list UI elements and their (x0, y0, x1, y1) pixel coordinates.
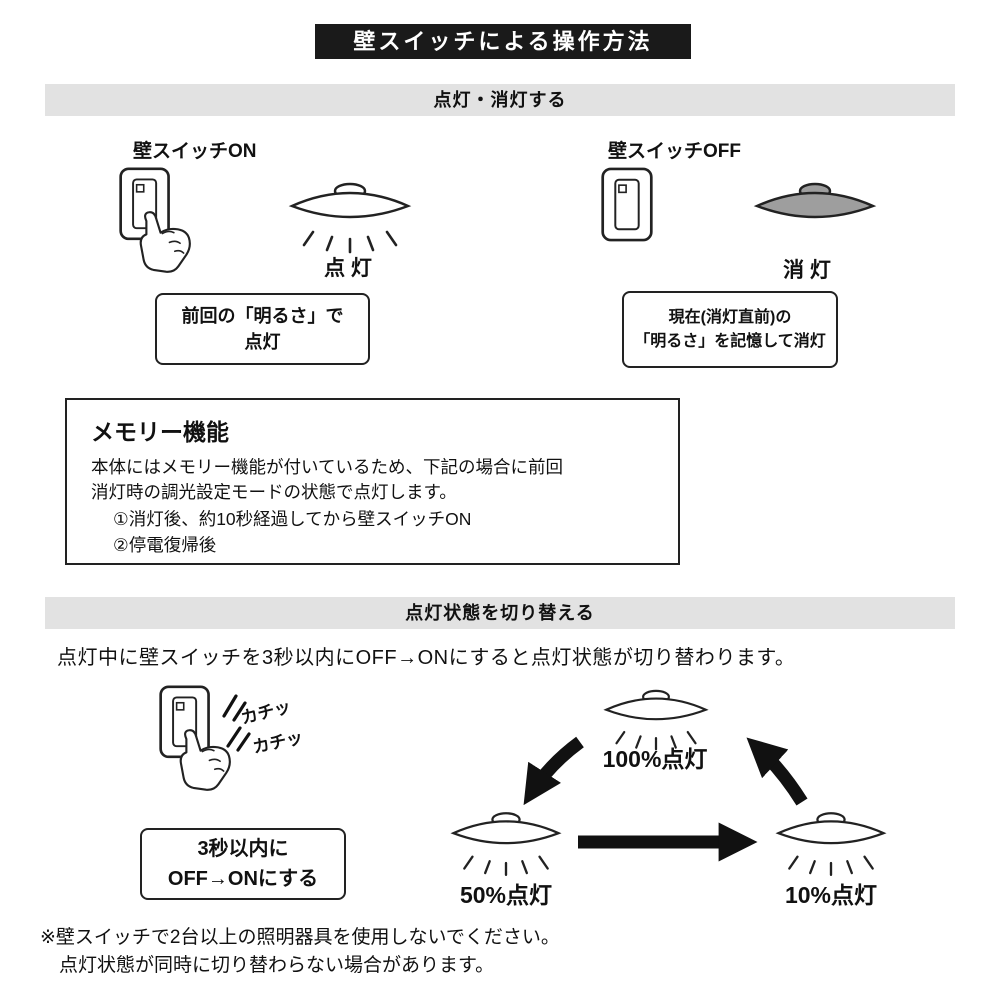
switch-intro-text: 点灯中に壁スイッチを3秒以内にOFF→ONにすると点灯状態が切り替わります。 (57, 647, 796, 669)
three-second-line1: 3秒以内に (197, 838, 289, 860)
arrow-100-to-50-icon (523, 736, 584, 806)
arrow-10-to-100-icon (746, 737, 808, 806)
wall-switch-off-label: 壁スイッチOFF (608, 141, 741, 162)
memory-function-title: メモリー機能 (91, 419, 229, 445)
on-behavior-box: 前回の「明るさ」で 点灯 (155, 293, 370, 365)
wall-switch-on-icon (119, 167, 191, 273)
caution-note-line2: 点灯状態が同時に切り替わらない場合があります。 (59, 955, 495, 976)
wall-switch-on-label: 壁スイッチON (133, 141, 257, 162)
cycle-arrows (523, 736, 808, 862)
off-behavior-line2: 「明るさ」を記憶して消灯 (634, 332, 826, 350)
page-title: 壁スイッチによる操作方法 (315, 24, 691, 59)
memory-case-1: ①消灯後、約10秒経過してから壁スイッチON (113, 508, 472, 529)
state-100-label: 100%点灯 (602, 746, 708, 772)
lit-state-label: 点 灯 (324, 257, 372, 280)
three-second-line2: OFF→ONにする (167, 868, 319, 890)
on-behavior-line1: 前回の「明るさ」で (181, 305, 344, 326)
memory-function-box: メモリー機能 本体にはメモリー機能が付いているため、下記の場合に前回 消灯時の調… (65, 398, 680, 565)
section-onoff-banner: 点灯・消灯する (45, 84, 955, 116)
memory-case-2: ②停電復帰後 (113, 535, 217, 555)
wall-switch-off-icon (601, 167, 653, 242)
memory-body-line2: 消灯時の調光設定モードの状態で点灯します。 (91, 482, 457, 503)
off-state-label: 消 灯 (783, 259, 831, 282)
ceiling-light-on-icon (290, 182, 410, 254)
ceiling-light-off-icon (755, 182, 875, 219)
state-50-label: 50%点灯 (459, 882, 553, 908)
memory-body-line1: 本体にはメモリー機能が付いているため、下記の場合に前回 (91, 457, 563, 477)
click-burst-icon (222, 694, 251, 752)
on-behavior-line2: 点灯 (244, 332, 281, 352)
off-behavior-box: 現在(消灯直前)の 「明るさ」を記憶して消灯 (622, 291, 838, 368)
state-10-label: 10%点灯 (784, 882, 878, 908)
three-second-box: 3秒以内に OFF→ONにする (140, 828, 346, 900)
section-switch-banner: 点灯状態を切り替える (45, 597, 955, 629)
caution-note-line1: ※壁スイッチで2台以上の照明器具を使用しないでください。 (40, 927, 560, 948)
off-behavior-line1: 現在(消灯直前)の (668, 308, 792, 326)
